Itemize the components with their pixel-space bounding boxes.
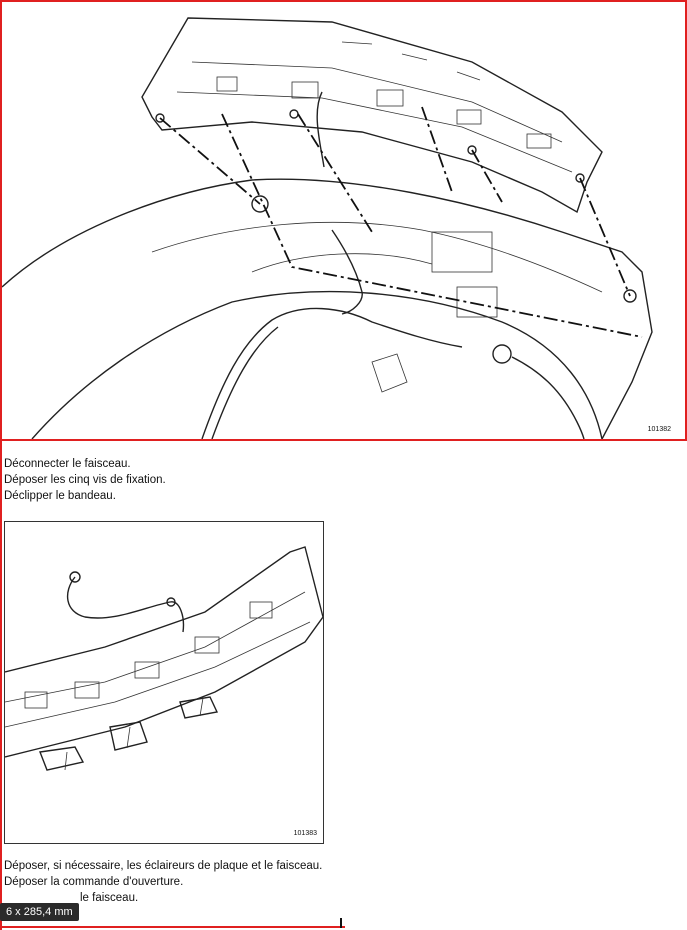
- instruction-line: Déposer les cinq vis de fixation.: [4, 474, 166, 486]
- instruction-line: Déposer, si nécessaire, les éclaireurs d…: [4, 860, 323, 872]
- instructions-top: Déconnecter le faisceau. Déposer les cin…: [4, 456, 166, 504]
- figure-plate-lights-removal: 101383: [4, 521, 324, 844]
- page-border-left: [0, 0, 2, 930]
- page-border-top: [0, 0, 687, 2]
- figure-trunk-trim-removal: 101382: [2, 2, 685, 439]
- instructions-bottom: Déposer, si nécessaire, les éclaireurs d…: [4, 858, 324, 906]
- instruction-line: Déclipper le bandeau.: [4, 490, 116, 502]
- figure-reference-number: 101383: [293, 830, 317, 837]
- instruction-line: Déconnecter le faisceau.: [4, 458, 131, 470]
- selection-border-mid: [0, 439, 687, 441]
- text-cursor: [340, 918, 342, 928]
- selection-border-bottom: [0, 926, 345, 928]
- figure-reference-number: 101382: [647, 426, 671, 433]
- instruction-line: Déposer la commande d'ouverture.: [4, 876, 184, 888]
- page-border-right: [685, 0, 687, 440]
- instruction-line: le faisceau.: [80, 892, 139, 904]
- measurement-tooltip: 6 x 285,4 mm: [0, 903, 79, 921]
- trunk-lid-drawing: [2, 17, 653, 439]
- trim-panel-drawing: [5, 546, 323, 771]
